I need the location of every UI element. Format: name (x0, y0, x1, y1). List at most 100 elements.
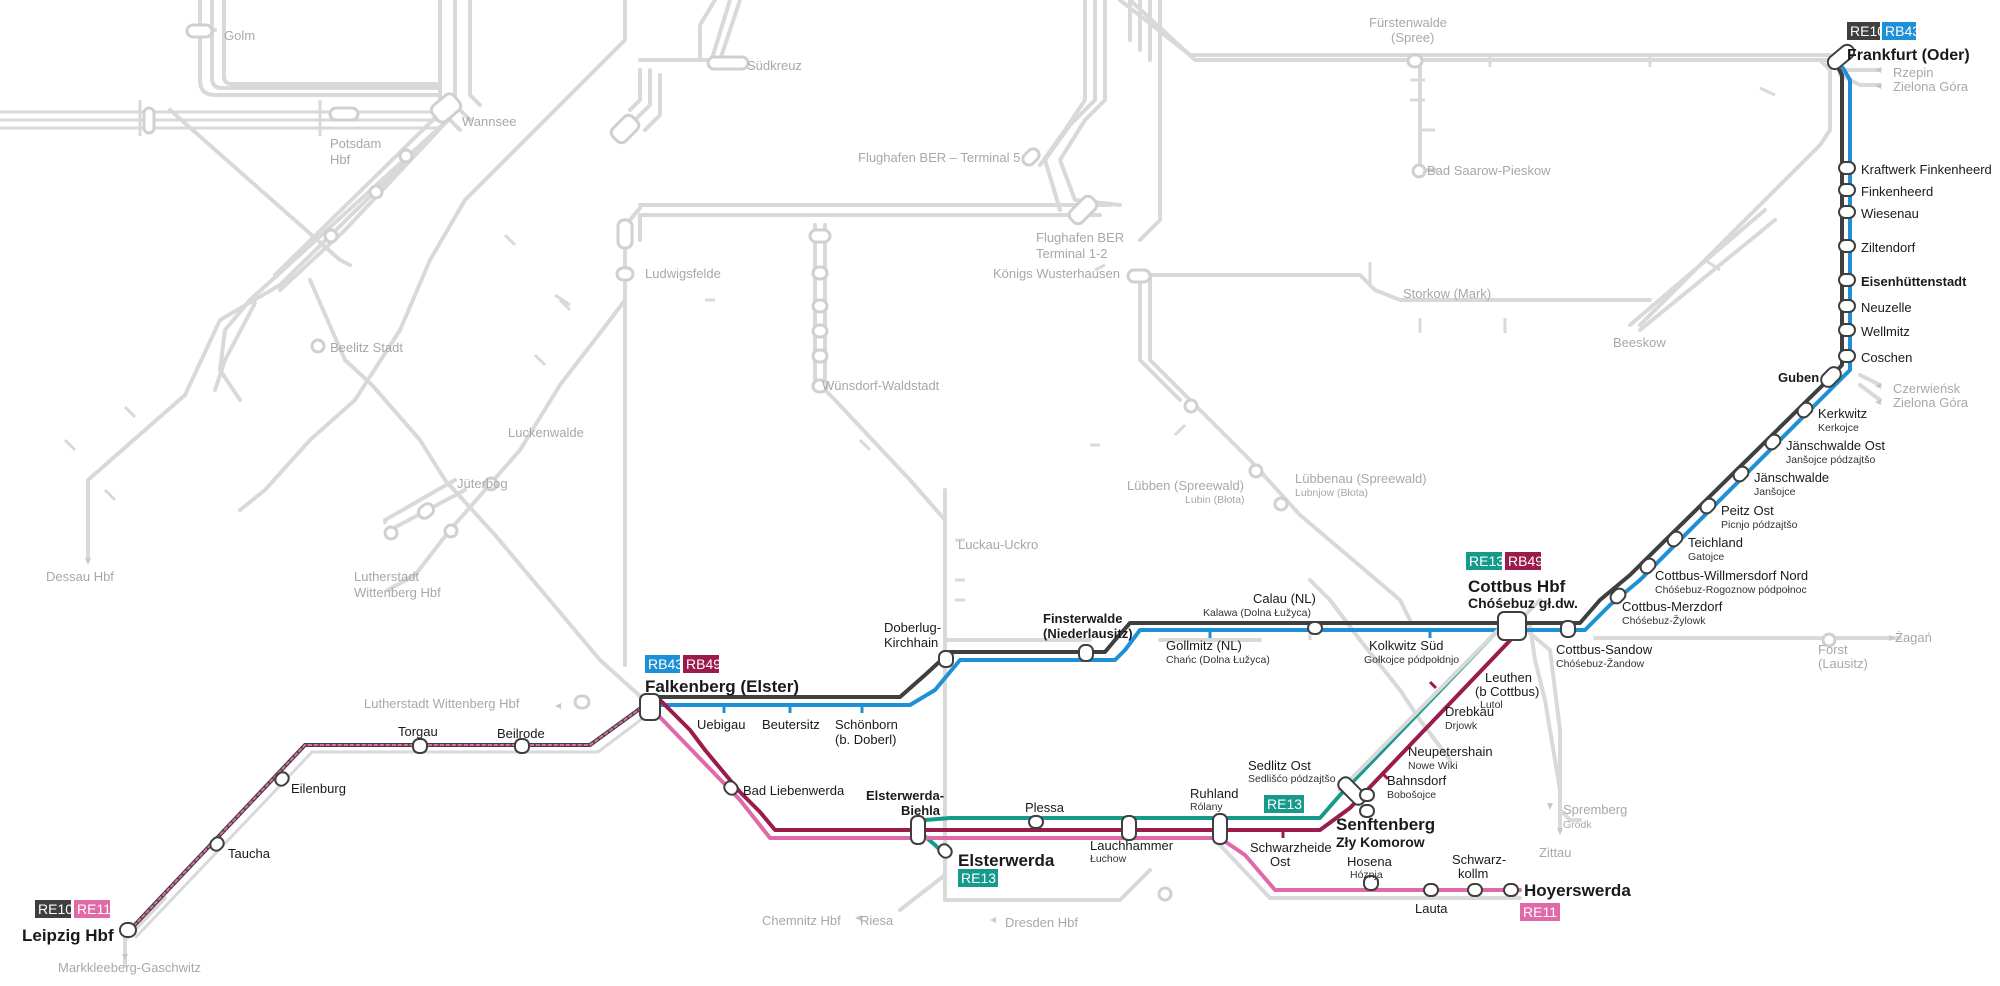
arrow-icon (1875, 383, 1881, 389)
label-dresden: Dresden Hbf (1005, 915, 1078, 930)
arrow-icon (1889, 635, 1895, 641)
label-elsterwerda-biehla-1: Elsterwerda- (866, 788, 944, 803)
label-bad-saarow: Bad Saarow-Pieskow (1427, 163, 1551, 178)
label-falkenberg: Falkenberg (Elster) (645, 677, 799, 696)
label-zittau: Zittau (1539, 845, 1572, 860)
label-leuthen-sorb: Lutol (1480, 699, 1503, 711)
label-jaenschwalde-ost-sorb: Janšojce pódzajtšo (1786, 454, 1875, 466)
badge-re10-leipzig (35, 900, 71, 918)
label-jaenschwalde-ost: Jänschwalde Ost (1786, 438, 1885, 453)
label-kolkwitz-sorb: Gołkojce pódpołdnjo (1364, 654, 1459, 666)
arrow-icon (1875, 67, 1881, 73)
badge-leipzig: RE10 RE11 (35, 900, 111, 918)
label-cottbus-willmersdorf: Cottbus-Willmersdorf Nord (1655, 568, 1808, 583)
label-cottbus-hbf: Cottbus Hbf (1468, 577, 1566, 596)
label-koenigs-wusterhausen: Königs Wusterhausen (993, 266, 1120, 281)
label-doberlug-1: Doberlug- (884, 620, 941, 635)
label-spremberg-sorb: Grodk (1563, 819, 1592, 831)
label-peitz-ost: Peitz Ost (1721, 503, 1774, 518)
label-zielona-gora-2: Zielona Góra (1893, 395, 1969, 410)
label-wiesenau: Wiesenau (1861, 206, 1919, 221)
label-schwarzkollm-2: kollm (1458, 866, 1488, 881)
badge-cottbus: RE13 RB49 (1466, 552, 1543, 570)
badge-rb49-cottbus (1505, 552, 1541, 570)
background-network (0, 0, 1902, 967)
route-ticks (722, 630, 1432, 713)
label-flughafen-t5: Flughafen BER – Terminal 5 (858, 150, 1020, 165)
label-cottbus-hbf-sorb: Chóśebuz gł.dw. (1468, 595, 1578, 611)
label-spremberg: Spremberg (1563, 802, 1627, 817)
arrow-icon (1875, 83, 1881, 89)
label-schwarzheide-1: Schwarzheide (1250, 840, 1332, 855)
arrow-icon (122, 954, 128, 960)
badge-re11-leipzig (74, 900, 110, 918)
label-senftenberg: Senftenberg (1336, 815, 1435, 834)
label-kolkwitz: Kolkwitz Süd (1369, 638, 1443, 653)
label-ruhland: Ruhland (1190, 786, 1238, 801)
route-re13 (918, 626, 1502, 857)
badge-re10-leipzig-text: RE10 (38, 901, 73, 917)
badge-frankfurt: RE10 RB43 (1847, 22, 1920, 40)
label-lutherstadt-2: Wittenberg Hbf (354, 585, 441, 600)
label-finkenheerd: Finkenheerd (1861, 184, 1933, 199)
badges: RE10 RB43 RE13 RB49 RB43 RB49 RE10 RE11 … (35, 22, 1920, 921)
label-beutersitz: Beutersitz (762, 717, 820, 732)
label-kerkwitz-sorb: Kerkojce (1818, 422, 1859, 434)
route-re11-connector (1218, 843, 1522, 900)
arrow-icon (85, 558, 91, 565)
label-eisenhuettenstadt: Eisenhüttenstadt (1861, 274, 1967, 289)
label-luebbenau-sorb: Lubnjow (Błota) (1295, 487, 1368, 499)
label-lauchhammer: Lauchhammer (1090, 838, 1174, 853)
label-finsterwalde-2: (Niederlausitz) (1043, 626, 1133, 641)
label-flughafen-t12-2: Terminal 1-2 (1036, 246, 1108, 261)
background-ticks (63, 55, 1776, 640)
label-senftenberg-sorb: Zły Komorow (1336, 834, 1425, 850)
badge-rb49-falkenberg-text: RB49 (686, 656, 721, 672)
label-wuensdorf: Wünsdorf-Waldstadt (822, 378, 940, 393)
badge-re13-senftenberg (1264, 795, 1304, 813)
label-forst-2: (Lausitz) (1818, 656, 1868, 671)
label-calau: Calau (NL) (1253, 591, 1316, 606)
badge-rb49-cottbus-text: RB49 (1508, 553, 1543, 569)
route-grey-east (1338, 616, 1512, 792)
badge-elsterwerda: RE13 (958, 869, 998, 887)
label-jueterbog: Jüterbog (457, 476, 508, 491)
label-sedlitz-ost-sorb: Sedlišćo pódzajtšo (1248, 773, 1336, 785)
badge-hoyerswerda: RE11 (1520, 903, 1560, 921)
label-cottbus-willmersdorf-sorb: Chóśebuz-Rogoznow pódpołnoc (1655, 584, 1807, 596)
label-finsterwalde-1: Finsterwalde (1043, 611, 1122, 626)
label-doberlug-2: Kirchhain (884, 635, 938, 650)
label-storkow: Storkow (Mark) (1403, 286, 1491, 301)
label-potsdam-2: Hbf (330, 152, 351, 167)
label-lutherstadt-1: Lutherstadt (354, 569, 419, 584)
badge-re13-cottbus (1466, 552, 1502, 570)
badge-re10-frankfurt (1847, 22, 1880, 40)
badge-re11-hoyerswerda (1520, 903, 1560, 921)
label-wellmitz: Wellmitz (1861, 324, 1910, 339)
route-rb49-south (658, 628, 1522, 832)
label-luebben: Lübben (Spreewald) (1127, 478, 1244, 493)
label-ludwigsfelde: Ludwigsfelde (645, 266, 721, 281)
label-leipzig: Leipzig Hbf (22, 926, 114, 945)
label-zielona-gora-1: Zielona Góra (1893, 79, 1969, 94)
badge-rb43-frankfurt-text: RB43 (1885, 23, 1920, 39)
arrow-icon (1547, 803, 1553, 810)
label-forst: Forst (1818, 642, 1848, 657)
label-czerwiensk: Czerwieńsk (1893, 381, 1961, 396)
badge-re11-hoyerswerda-text: RE11 (1523, 904, 1557, 920)
arrow-icon (855, 915, 861, 921)
badge-rb49-falkenberg (683, 655, 719, 673)
label-teichland: Teichland (1688, 535, 1743, 550)
label-guben: Guben (1778, 370, 1819, 385)
label-teichland-sorb: Gatojce (1688, 551, 1724, 563)
label-taucha: Taucha (228, 846, 271, 861)
label-riesa: Riesa (860, 913, 894, 928)
label-hosena: Hosena (1347, 854, 1393, 869)
label-beeskow: Beeskow (1613, 335, 1666, 350)
label-plessa: Plessa (1025, 800, 1065, 815)
label-flughafen-t12-1: Flughafen BER (1036, 230, 1124, 245)
label-cottbus-merzdorf-sorb: Chóśebuz-Žylowk (1622, 614, 1706, 627)
label-uebigau: Uebigau (697, 717, 745, 732)
label-frankfurt: Frankfurt (Oder) (1847, 47, 1970, 64)
badge-re10-frankfurt-text: RE10 (1850, 23, 1885, 39)
